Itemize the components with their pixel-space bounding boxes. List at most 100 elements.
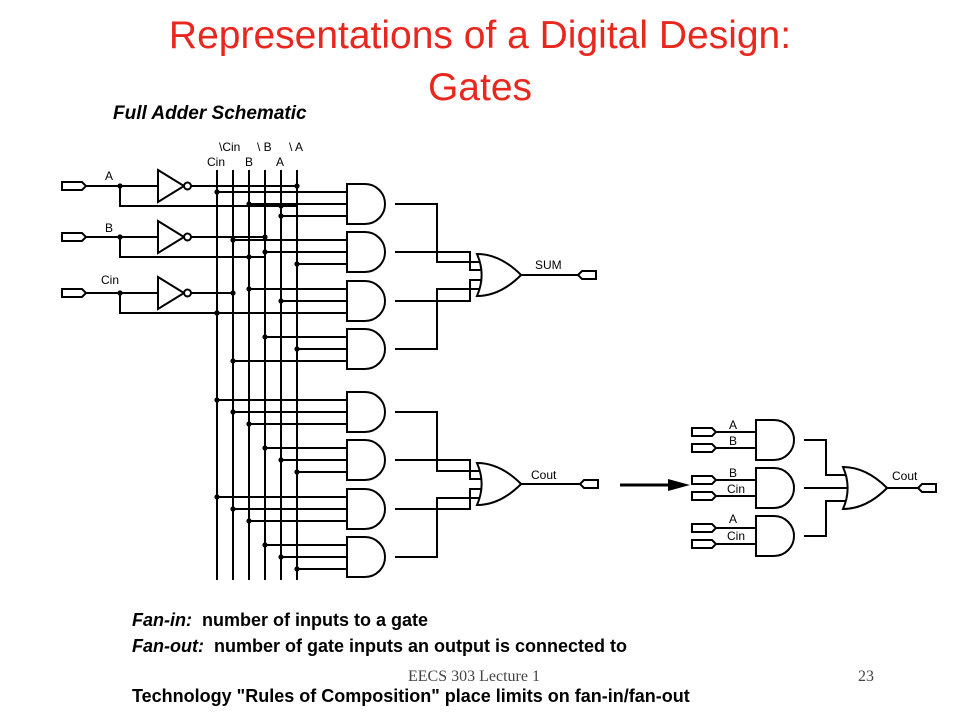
b-branch xyxy=(119,237,265,258)
junction-dot xyxy=(246,518,252,524)
simple-or-gate xyxy=(841,465,889,511)
sum-or-in-1 xyxy=(395,251,484,271)
junction-dot xyxy=(262,445,268,451)
schematic-gates xyxy=(61,168,937,578)
junction-dot xyxy=(230,237,236,243)
simple-input-pin xyxy=(691,443,718,453)
junction-dot xyxy=(230,506,236,512)
junction-dot xyxy=(246,201,252,207)
simple-and-gate-0 xyxy=(755,419,795,461)
fan-out-term: Fan-out: xyxy=(132,636,204,656)
inverter-gate-bubble xyxy=(183,288,192,298)
footer-page-number: 23 xyxy=(858,668,874,685)
junction-dot xyxy=(294,183,300,189)
simple-label-cout: Cout xyxy=(892,469,918,483)
input-pin xyxy=(61,288,88,298)
junction-dot xyxy=(117,234,123,240)
or-gate-sum xyxy=(475,252,523,298)
simple-label-cin3: Cin xyxy=(727,529,745,543)
junction-dot xyxy=(294,346,300,352)
output-label-sum: SUM xyxy=(535,258,562,272)
and-gate-cout-2 xyxy=(346,488,386,530)
sum-or-in-2 xyxy=(395,279,484,302)
bus-label-a: A xyxy=(276,155,284,169)
sum-or-in-0 xyxy=(395,203,481,263)
inverter-gate xyxy=(157,219,186,255)
schematic-wires xyxy=(86,170,918,580)
cin-branch xyxy=(119,293,233,314)
fan-in-text: number of inputs to a gate xyxy=(192,610,429,630)
junction-dot xyxy=(246,254,252,260)
bus-label-not-a: \ A xyxy=(289,140,303,154)
schematic-caption: Full Adder Schematic xyxy=(113,103,307,124)
junction-dot xyxy=(117,183,123,189)
bus-label-cin: Cin xyxy=(207,155,225,169)
inverter-gate-bubble xyxy=(183,232,192,242)
and-gate-sum-1 xyxy=(346,231,386,273)
output-label-cout: Cout xyxy=(531,468,557,482)
junction-dot xyxy=(230,358,236,364)
slide-title-line2: Gates xyxy=(427,66,533,109)
cout-output-pin xyxy=(578,479,599,489)
junction-dot xyxy=(214,189,220,195)
junction-dot xyxy=(294,566,300,572)
and-gate-cout-3 xyxy=(346,536,386,578)
a-branch xyxy=(119,186,297,207)
footer-lecture: EECS 303 Lecture 1 xyxy=(408,668,540,685)
fan-out-text: number of gate inputs an output is conne… xyxy=(203,636,627,656)
junction-dot xyxy=(278,457,284,463)
junction-dot xyxy=(246,421,252,427)
junction-dot xyxy=(262,542,268,548)
fan-in-definition: Fan-in: number of inputs to a gate xyxy=(132,610,428,631)
inverter-gate xyxy=(157,275,186,311)
simple-input-pin xyxy=(691,427,718,437)
junction-dot xyxy=(214,494,220,500)
cout-or-in-1 xyxy=(395,459,484,480)
simple-label-cin2: Cin xyxy=(727,482,745,496)
input-label-cin: Cin xyxy=(101,273,119,287)
junction-dots xyxy=(117,183,300,572)
cout-or-in-0 xyxy=(395,411,481,472)
simple-input-pin xyxy=(691,491,718,501)
junction-dot xyxy=(262,234,268,240)
junction-dot xyxy=(294,261,300,267)
and-gate-cout-1 xyxy=(346,439,386,481)
slide-title-line1: Representations of a Digital Design: xyxy=(168,14,792,57)
fan-in-term: Fan-in: xyxy=(132,610,192,630)
cout-or-in-3 xyxy=(395,497,481,558)
junction-dot xyxy=(230,409,236,415)
simple-label-b2: B xyxy=(729,466,737,480)
technology-statement: Technology "Rules of Composition" place … xyxy=(132,686,690,706)
input-label-a: A xyxy=(105,169,113,183)
simple-input-pin xyxy=(691,475,718,485)
simple-output-pin xyxy=(916,483,937,493)
simple-label-a3: A xyxy=(729,512,737,526)
and-gate-cout-0 xyxy=(346,391,386,433)
junction-dot xyxy=(278,554,284,560)
inverter-gate-bubble xyxy=(183,181,192,191)
fan-out-definition: Fan-out: number of gate inputs an output… xyxy=(132,636,627,657)
sum-output-pin xyxy=(576,270,597,280)
simple-input-pin xyxy=(691,539,718,549)
simple-label-a1: A xyxy=(729,418,737,432)
simple-or-in-0 xyxy=(804,439,847,476)
sum-or-in-3 xyxy=(395,288,481,350)
input-pin xyxy=(61,232,88,242)
junction-dot xyxy=(294,469,300,475)
input-label-b: B xyxy=(105,221,113,235)
and-gate-sum-3 xyxy=(346,328,386,370)
junction-dot xyxy=(214,310,220,316)
or-gate-cout xyxy=(475,461,523,507)
simple-and-gate-2 xyxy=(755,515,795,557)
junction-dot xyxy=(246,286,252,292)
simple-or-in-2 xyxy=(804,500,847,537)
bus-label-b: B xyxy=(245,155,253,169)
bus-label-not-cin: \Cin xyxy=(219,140,240,154)
inverter-gate xyxy=(157,168,186,204)
junction-dot xyxy=(117,290,123,296)
and-gate-sum-0 xyxy=(346,183,386,225)
simple-and-gate-1 xyxy=(755,467,795,509)
junction-dot xyxy=(278,298,284,304)
junction-dot xyxy=(214,397,220,403)
